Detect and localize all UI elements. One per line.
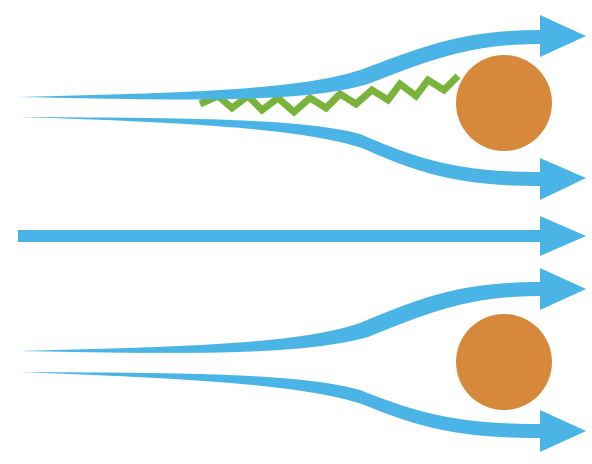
lower-obstacle [456,314,552,410]
middle-flow-arrow [18,216,586,256]
upper-obstacle [456,55,552,151]
